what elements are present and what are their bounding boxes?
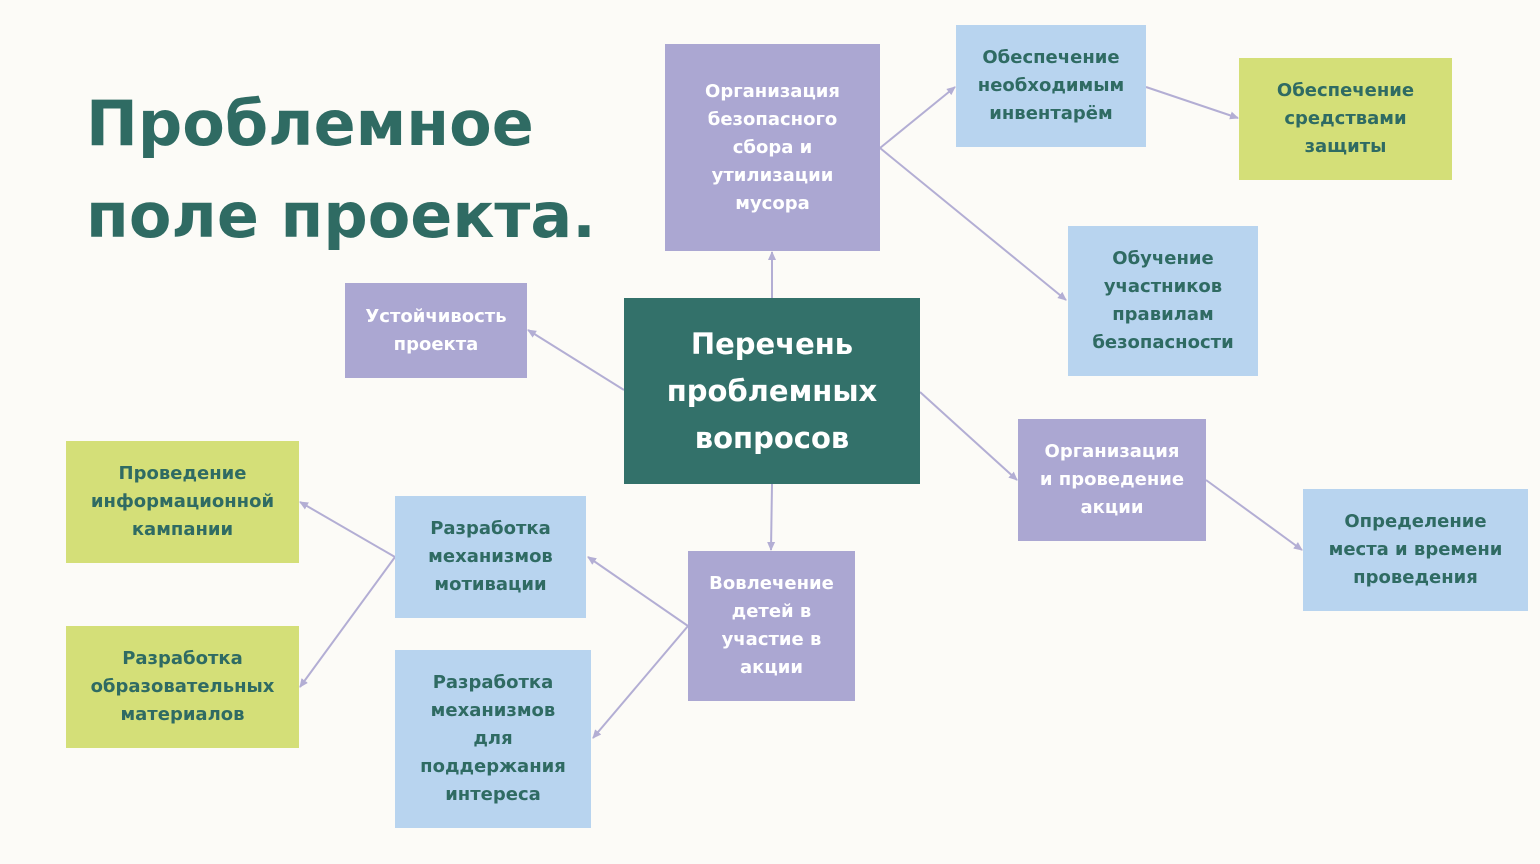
edge-central-to-sustainability (527, 329, 625, 391)
node-waste-collection: Организация безопасного сбора и утилизац… (665, 44, 880, 251)
node-safety-training: Обучение участников правилам безопасност… (1068, 226, 1258, 376)
node-info-campaign: Проведение информационной кампании (66, 441, 299, 563)
page-title-line-1: Проблемное (86, 87, 534, 160)
node-organization: Организация и проведение акции (1018, 419, 1206, 541)
edge-involvement-to-motivation (587, 556, 689, 627)
node-child-involvement: Вовлечение детей в участие в акции (688, 551, 855, 701)
page-title: Проблемное поле проекта. (86, 78, 646, 262)
node-protection: Обеспечение средствами защиты (1239, 58, 1452, 180)
edge-waste-to-training (879, 147, 1067, 301)
edge-organization-to-place-time (1205, 479, 1303, 551)
node-place-time: Определение места и времени проведения (1303, 489, 1528, 611)
edge-central-to-organization (919, 391, 1018, 481)
edge-motivation-to-materials (299, 556, 396, 688)
edge-motivation-to-info-campaign (299, 501, 396, 558)
central-node: Перечень проблемных вопросов (624, 298, 920, 484)
edge-central-to-involvement (767, 483, 776, 551)
edge-waste-to-inventory (879, 86, 956, 149)
node-educational-materials: Разработка образовательных материалов (66, 626, 299, 748)
page-title-line-2: поле проекта. (86, 179, 596, 252)
edge-inventory-to-protection (1145, 86, 1239, 120)
edge-involvement-to-interest (592, 625, 689, 739)
node-sustainability: Устойчивость проекта (345, 283, 527, 378)
node-interest: Разработка механизмов для поддержания ин… (395, 650, 591, 828)
node-motivation: Разработка механизмов мотивации (395, 496, 586, 618)
node-inventory: Обеспечение необходимым инвентарём (956, 25, 1146, 147)
